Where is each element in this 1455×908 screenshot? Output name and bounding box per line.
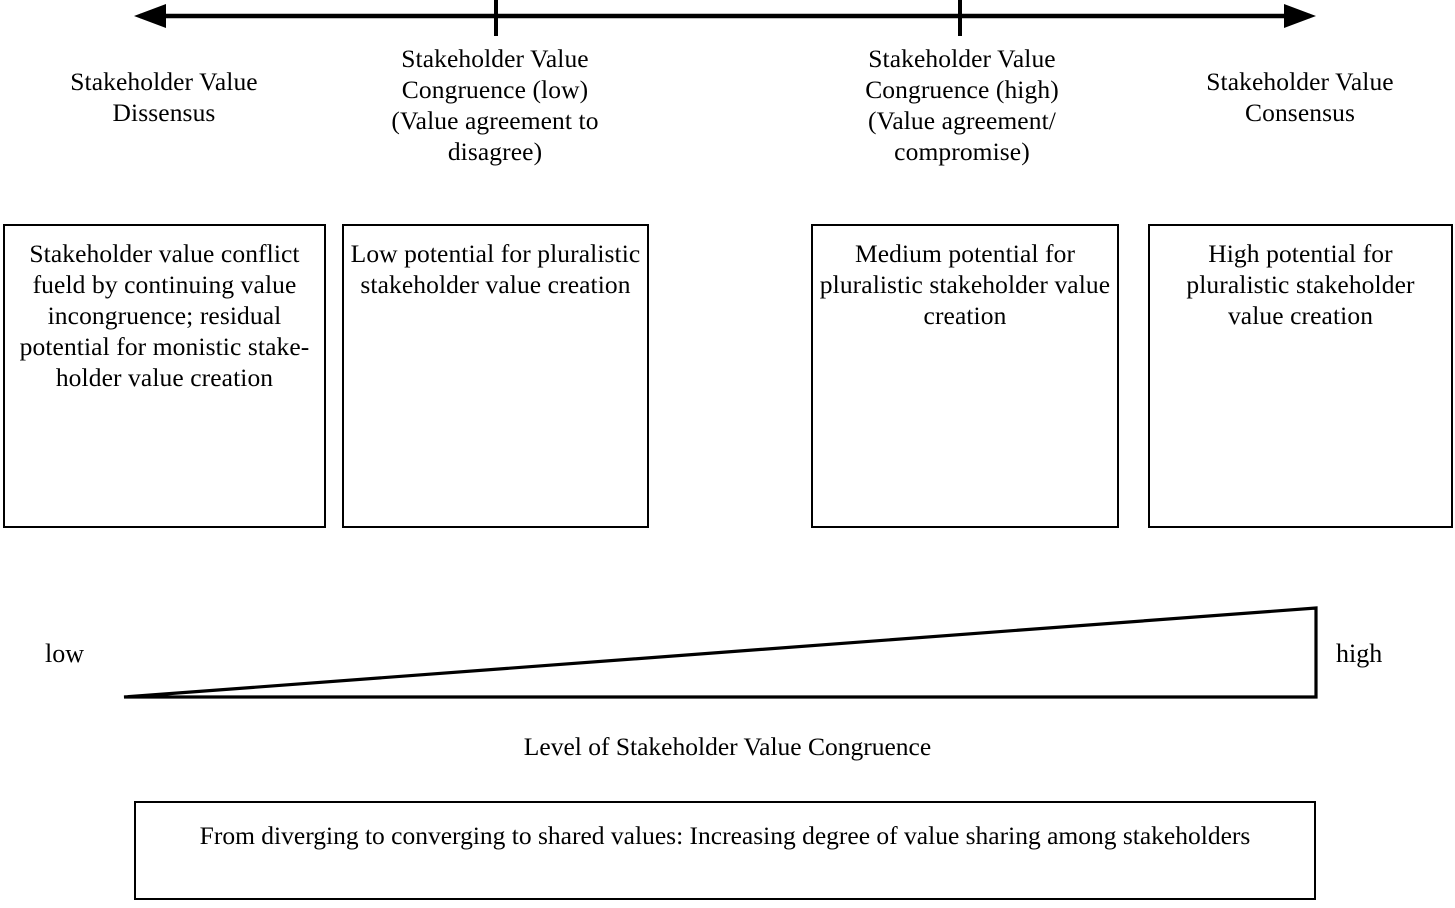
left-arrowhead-icon: [134, 4, 166, 28]
outcome-text-dissensus: Stakeholder value conflict fueld by cont…: [19, 239, 310, 392]
outcome-box-low: Low potential for pluralistic stakeholde…: [342, 224, 649, 528]
wedge-caption: Level of Stakeholder Value Congruence: [523, 732, 932, 761]
stage-label-dissensus: Stakeholder Value Dissensus: [70, 67, 258, 128]
wedge-label-high: high: [1336, 639, 1383, 668]
summary-text: From diverging to converging to shared v…: [199, 821, 1251, 850]
outcome-text-low: Low potential for pluralistic stakeholde…: [350, 239, 641, 299]
outcome-box-dissensus: Stakeholder value conflict fueld by cont…: [3, 224, 326, 528]
stage-label-consensus: Stakeholder Value Consensus: [1206, 67, 1394, 128]
outcome-box-high: High potential for pluralistic stakehold…: [1148, 224, 1453, 528]
stage-label-congruence-high: Stakeholder Value Congruence (high) (Val…: [865, 44, 1059, 167]
wedge-label-low: low: [45, 639, 84, 668]
outcome-box-medium: Medium potential for pluralistic stakeho…: [811, 224, 1119, 528]
congruence-wedge: [123, 606, 1318, 699]
right-arrowhead-icon: [1284, 4, 1316, 28]
summary-box: From diverging to converging to shared v…: [134, 801, 1316, 900]
wedge-shape: [123, 606, 1318, 699]
congruence-wedge-group: [0, 580, 1455, 720]
outcome-text-high: High potential for pluralistic stakehold…: [1186, 239, 1415, 330]
outcome-text-medium: Medium potential for pluralistic stakeho…: [819, 239, 1111, 330]
stage-label-congruence-low: Stakeholder Value Congruence (low) (Valu…: [391, 44, 599, 167]
continuum-axis: [134, 0, 1316, 36]
